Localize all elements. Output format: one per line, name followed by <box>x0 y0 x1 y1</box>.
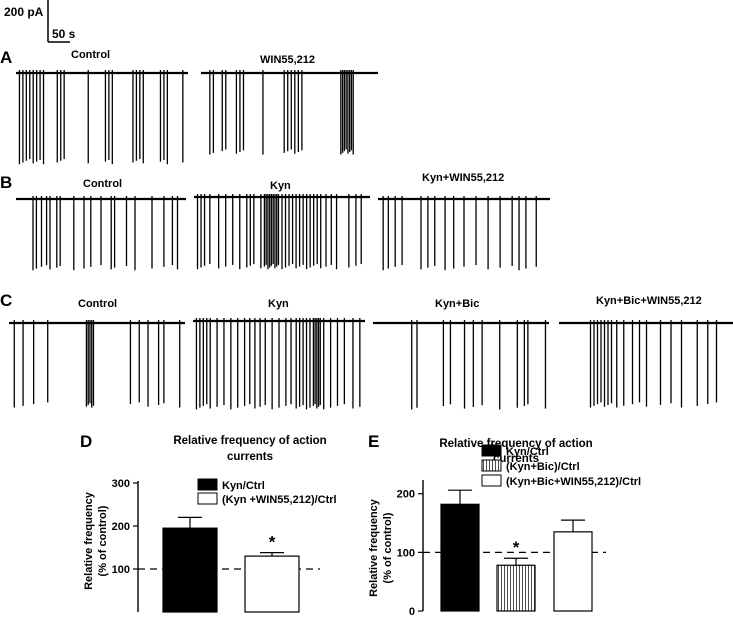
chart-e: Relative frequency of action currents Re… <box>368 438 641 618</box>
chart-d-title-line1: Relative frequency of action <box>173 435 326 447</box>
trace-title-a-win: WIN55,212 <box>260 54 315 66</box>
chart-d: Relative frequency of action currents Re… <box>83 435 337 613</box>
bar <box>162 527 218 613</box>
legend-swatch <box>197 478 218 491</box>
y-tick-label: 100 <box>112 564 130 576</box>
chart-e-title-line1: Relative frequency of action <box>439 438 592 450</box>
trace-title-b-kyn-win: Kyn+WIN55,212 <box>422 172 504 184</box>
trace-title-c-kyn: Kyn <box>268 298 289 310</box>
chart-d-ylabel-line2: (% of control) <box>97 505 109 576</box>
chart-e-title-line2: currents <box>493 453 539 465</box>
trace-title-b-control: Control <box>83 178 122 190</box>
scale-bar-time-label: 50 s <box>52 27 76 41</box>
legend-swatch <box>481 459 502 472</box>
trace-a-control <box>16 70 188 165</box>
trace-title-c-kyn-bic-win: Kyn+Bic+WIN55,212 <box>596 295 702 307</box>
legend-label: (Kyn+Bic)/Ctrl <box>506 461 580 473</box>
panel-letter-b: B <box>0 173 12 192</box>
scale-bar-current-label: 200 pA <box>4 5 44 19</box>
significance-marker: * <box>269 533 276 552</box>
y-tick-label: 200 <box>397 489 415 501</box>
trace-b-kyn-win55212 <box>378 196 550 271</box>
legend-swatch <box>197 492 218 505</box>
panel-letter-c: C <box>0 291 12 310</box>
legend-label: Kyn/Ctrl <box>506 446 549 458</box>
y-tick-label: 300 <box>112 478 130 490</box>
panel-letter-a: A <box>0 48 12 67</box>
bar <box>553 531 593 612</box>
y-tick-label: 200 <box>112 521 130 533</box>
bar <box>440 503 480 612</box>
trace-title-a-control: Control <box>71 49 110 61</box>
chart-d-title-line2: currents <box>227 451 273 463</box>
legend-swatch <box>481 474 502 487</box>
y-tick-label: 0 <box>409 606 415 618</box>
trace-b-control <box>16 196 186 271</box>
chart-d-plot: 100 200 300 Kyn/Ctrl * (Kyn +WIN55,212)/Ctrl <box>112 478 337 613</box>
chart-e-ylabel-line1: Relative frequency <box>368 498 380 597</box>
chart-d-ylabel-line1: Relative frequency <box>83 491 95 590</box>
bar <box>496 564 536 612</box>
trace-a-win55212 <box>201 70 378 155</box>
trace-c-kyn-bic <box>373 320 549 410</box>
legend-swatch <box>481 444 502 457</box>
panel-letter-e: E <box>368 432 379 451</box>
legend-label: (Kyn+Bic+WIN55,212)/Ctrl <box>506 476 641 488</box>
chart-e-ylabel-line2: (% of control) <box>382 512 394 583</box>
trace-title-c-kyn-bic: Kyn+Bic <box>435 298 479 310</box>
panel-letter-d: D <box>80 432 92 451</box>
trace-title-b-kyn: Kyn <box>270 180 291 192</box>
bar <box>244 555 300 613</box>
legend-label: (Kyn +WIN55,212)/Ctrl <box>222 494 337 506</box>
trace-c-kyn-bic-win55212 <box>559 320 733 408</box>
scale-bar: 200 pA 50 s <box>4 0 76 43</box>
legend-label: Kyn/Ctrl <box>222 480 265 492</box>
trace-c-control <box>9 320 185 408</box>
chart-e-plot: 0 100 200 Kyn/Ctrl * (Kyn+Bic)/Ctrl (Kyn+Bic+W… <box>397 444 641 618</box>
trace-title-c-control: Control <box>78 298 117 310</box>
y-tick-label: 100 <box>397 547 415 559</box>
significance-marker: * <box>513 538 520 557</box>
trace-c-kyn <box>193 318 365 410</box>
trace-b-kyn <box>194 194 370 270</box>
